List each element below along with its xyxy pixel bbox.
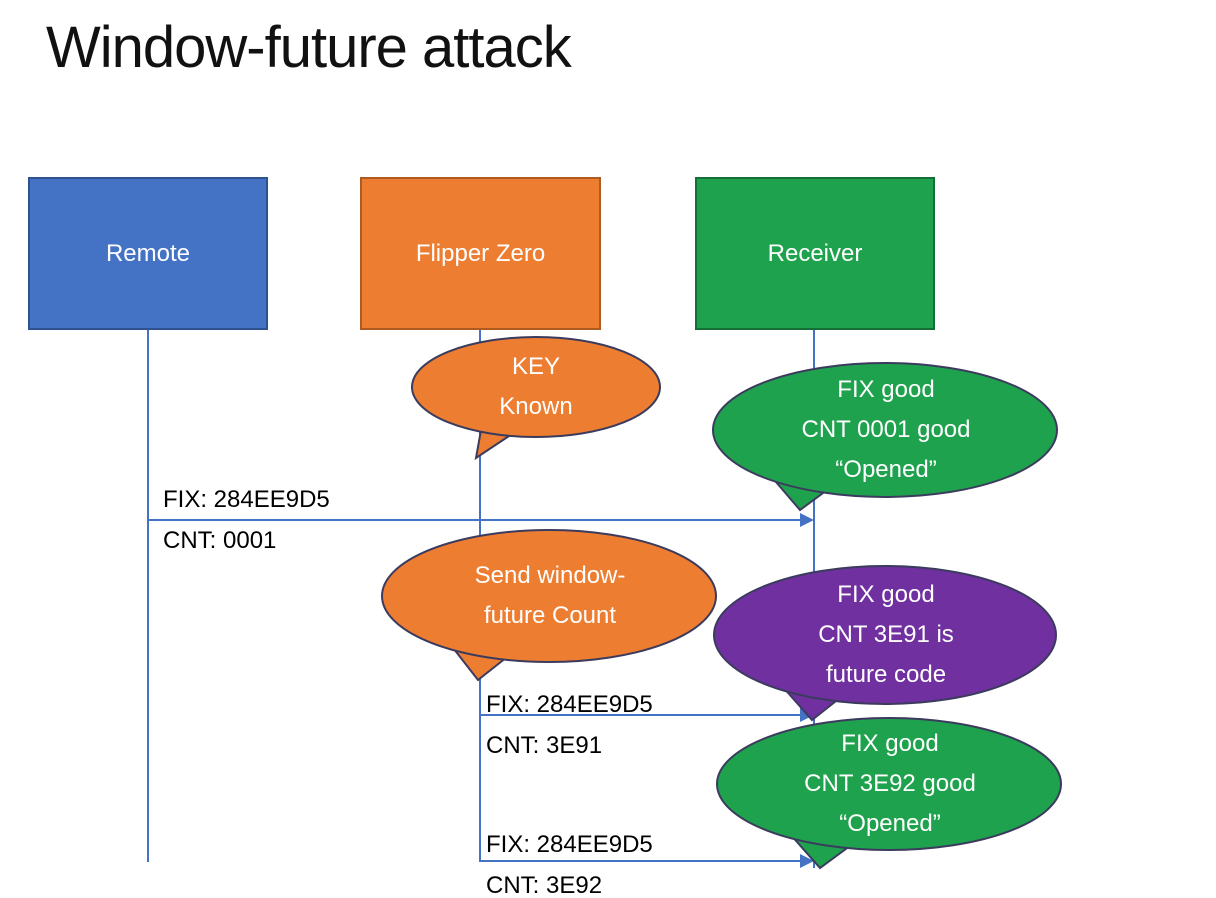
message-label-cnt-3e92: FIX: 284EE9D5 CNT: 3E92 xyxy=(486,824,653,898)
callout-shape xyxy=(411,336,661,461)
actor-label-remote: Remote xyxy=(105,239,191,267)
message-line-cnt: CNT: 3E92 xyxy=(486,872,603,898)
callout-send-window-future: Send window- future Count xyxy=(380,526,720,684)
callout-fix-cnt-3e92-good: FIX good CNT 3E92 good “Opened” xyxy=(714,714,1066,872)
callout-ellipse xyxy=(716,717,1062,851)
callout-key-known: KEY Known xyxy=(408,334,664,462)
message-line-fix: FIX: 284EE9D5 xyxy=(486,831,653,858)
message-line-fix: FIX: 284EE9D5 xyxy=(486,691,653,718)
callout-shape xyxy=(712,362,1058,512)
callout-fix-cnt-0001-good: FIX good CNT 0001 good “Opened” xyxy=(710,360,1062,514)
lifeline-remote xyxy=(147,330,149,862)
actor-box-flipper-zero: Flipper Zero xyxy=(360,177,601,330)
arrow-line xyxy=(480,714,804,716)
actor-label-flipper-zero: Flipper Zero xyxy=(415,239,546,267)
callout-ellipse xyxy=(712,362,1058,498)
message-line-cnt: CNT: 3E91 xyxy=(486,732,603,759)
callout-ellipse xyxy=(411,336,661,438)
callout-ellipse xyxy=(713,565,1057,705)
message-line-fix: FIX: 284EE9D5 xyxy=(163,486,330,513)
callout-shape xyxy=(381,529,717,682)
callout-shape xyxy=(716,717,1062,870)
message-line-cnt: CNT: 0001 xyxy=(163,527,277,554)
arrow-head-icon xyxy=(800,513,814,527)
message-arrow-remote-to-receiver xyxy=(148,512,814,528)
arrow-line xyxy=(148,519,804,521)
actor-label-receiver: Receiver xyxy=(767,239,863,267)
actor-box-receiver: Receiver xyxy=(695,177,935,330)
callout-fix-cnt-3e91-future: FIX good CNT 3E91 is future code xyxy=(710,564,1062,724)
callout-shape xyxy=(713,565,1057,722)
slide-title: Window-future attack xyxy=(46,15,572,80)
arrow-line xyxy=(480,860,804,862)
callout-ellipse xyxy=(381,529,717,663)
actor-box-remote: Remote xyxy=(28,177,268,330)
message-label-cnt-0001: FIX: 284EE9D5 CNT: 0001 xyxy=(163,479,330,561)
message-label-cnt-3e91: FIX: 284EE9D5 CNT: 3E91 xyxy=(486,684,653,766)
